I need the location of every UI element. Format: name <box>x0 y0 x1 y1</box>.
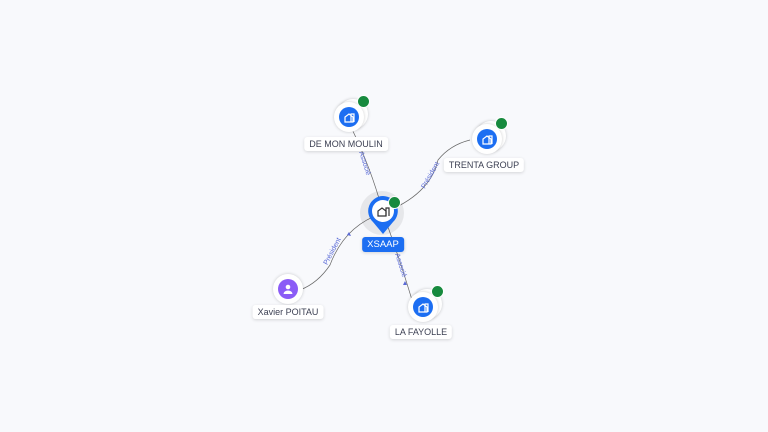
node-label[interactable]: Xavier POITAU <box>252 305 324 319</box>
arrow-icon <box>347 232 351 236</box>
building-icon <box>413 297 433 317</box>
verified-check-icon <box>388 196 401 209</box>
building-icon <box>377 207 390 217</box>
node-label[interactable]: DE MON MOULIN <box>304 137 388 151</box>
edge-trenta-group <box>382 139 471 214</box>
verified-check-icon <box>431 285 444 298</box>
node-label[interactable]: XSAAP <box>362 237 404 252</box>
building-icon <box>477 129 497 149</box>
verified-check-icon <box>357 95 370 108</box>
edge-xavier-poitau <box>299 212 384 291</box>
node-label[interactable]: TRENTA GROUP <box>443 158 525 172</box>
verified-check-icon <box>495 117 508 130</box>
arrow-icon <box>403 281 407 285</box>
node-label[interactable]: LA FAYOLLE <box>389 325 453 339</box>
building-icon <box>339 107 359 127</box>
person-icon <box>278 279 298 299</box>
